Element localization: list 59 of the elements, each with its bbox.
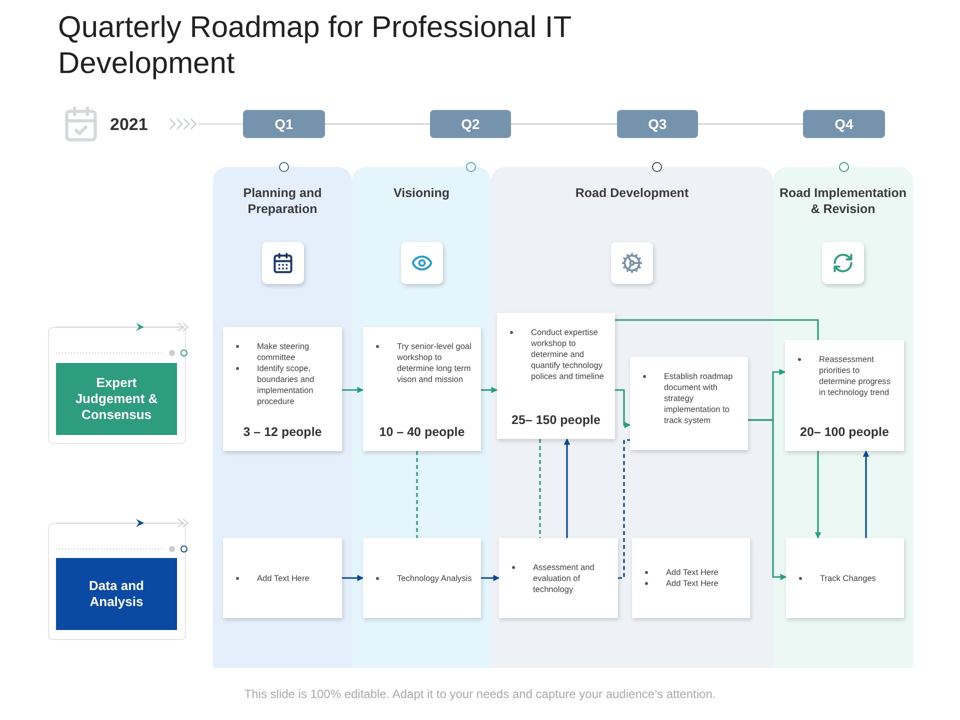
connector-line (539, 439, 541, 538)
phase-title: Planning and Preparation (242, 185, 323, 217)
task-card (363, 327, 481, 451)
bullet-text: Establish roadmap document with strategy implementation to track system (664, 371, 734, 426)
connector-line (511, 123, 617, 125)
arrow (481, 386, 498, 394)
people-count: 3 – 12 people (242, 425, 323, 439)
phase-column (213, 167, 352, 668)
arrow (481, 574, 500, 582)
category-box: Data and Analysis (56, 558, 177, 630)
task-card (497, 313, 615, 439)
task-card (786, 538, 904, 618)
task-card (499, 538, 618, 618)
people-count: 20– 100 people (799, 425, 890, 439)
arrow (615, 389, 631, 428)
phase-column (773, 167, 913, 668)
bullet-text: Add Text Here (257, 572, 310, 584)
bullet-text: Add Text Here (666, 578, 720, 589)
connector-line (325, 123, 430, 125)
arrow (564, 438, 570, 538)
phase-title: Road Implementation & Revision (778, 185, 908, 217)
phase-title: Visioning (392, 185, 451, 201)
phase-column (352, 167, 491, 668)
bullet-text: Identify scope, boundaries and implementation procedure (257, 363, 316, 407)
arrow (342, 574, 364, 582)
people-count: 25– 150 people (510, 413, 602, 427)
task-card (785, 340, 904, 451)
bullet-text: Assessment and evaluation of technology (533, 562, 596, 594)
bullet-text: Add Text Here (666, 567, 720, 578)
quarter-badge: Q1 (243, 110, 325, 138)
connector-line (618, 439, 630, 579)
phase-title: Road Development (574, 185, 690, 201)
bullet-text: Track Changes (820, 572, 877, 584)
task-card (223, 327, 342, 451)
bullet-text: Try senior-level goal workshop to determine long term vison and mission (397, 341, 472, 385)
bullet-text: Reassessment priorities to determine progress in technology trend (819, 354, 892, 398)
connector-line (416, 451, 418, 538)
footer-note: This slide is 100% editable. Adapt it to your needs and capture your audience’s attention. (243, 687, 717, 701)
task-card (632, 538, 750, 618)
quarter-badge: Q3 (617, 110, 698, 138)
task-card (223, 538, 342, 618)
people-count: 10 – 40 people (378, 425, 466, 439)
quarter-badge: Q4 (803, 110, 885, 138)
slide-title: Quarterly Roadmap for Professional IT Development (58, 10, 572, 82)
connector-line (615, 319, 819, 340)
connector-line (698, 123, 803, 125)
category-box: Expert Judgement & Consensus (56, 363, 177, 435)
arrow (342, 386, 364, 394)
year-label: 2021 (110, 115, 148, 135)
bullet-text: Technology Analysis (397, 572, 473, 584)
task-card (630, 357, 748, 450)
phase-column (491, 167, 773, 668)
bullet-text: Conduct expertise workshop to determine and quantify technology polices and timeline (531, 327, 605, 382)
bullet-text: Make steering committee (257, 341, 310, 363)
quarter-badge: Q2 (430, 110, 511, 138)
arrow (862, 450, 870, 538)
arrow (748, 419, 787, 580)
arrow (814, 451, 822, 539)
task-card (363, 538, 481, 618)
